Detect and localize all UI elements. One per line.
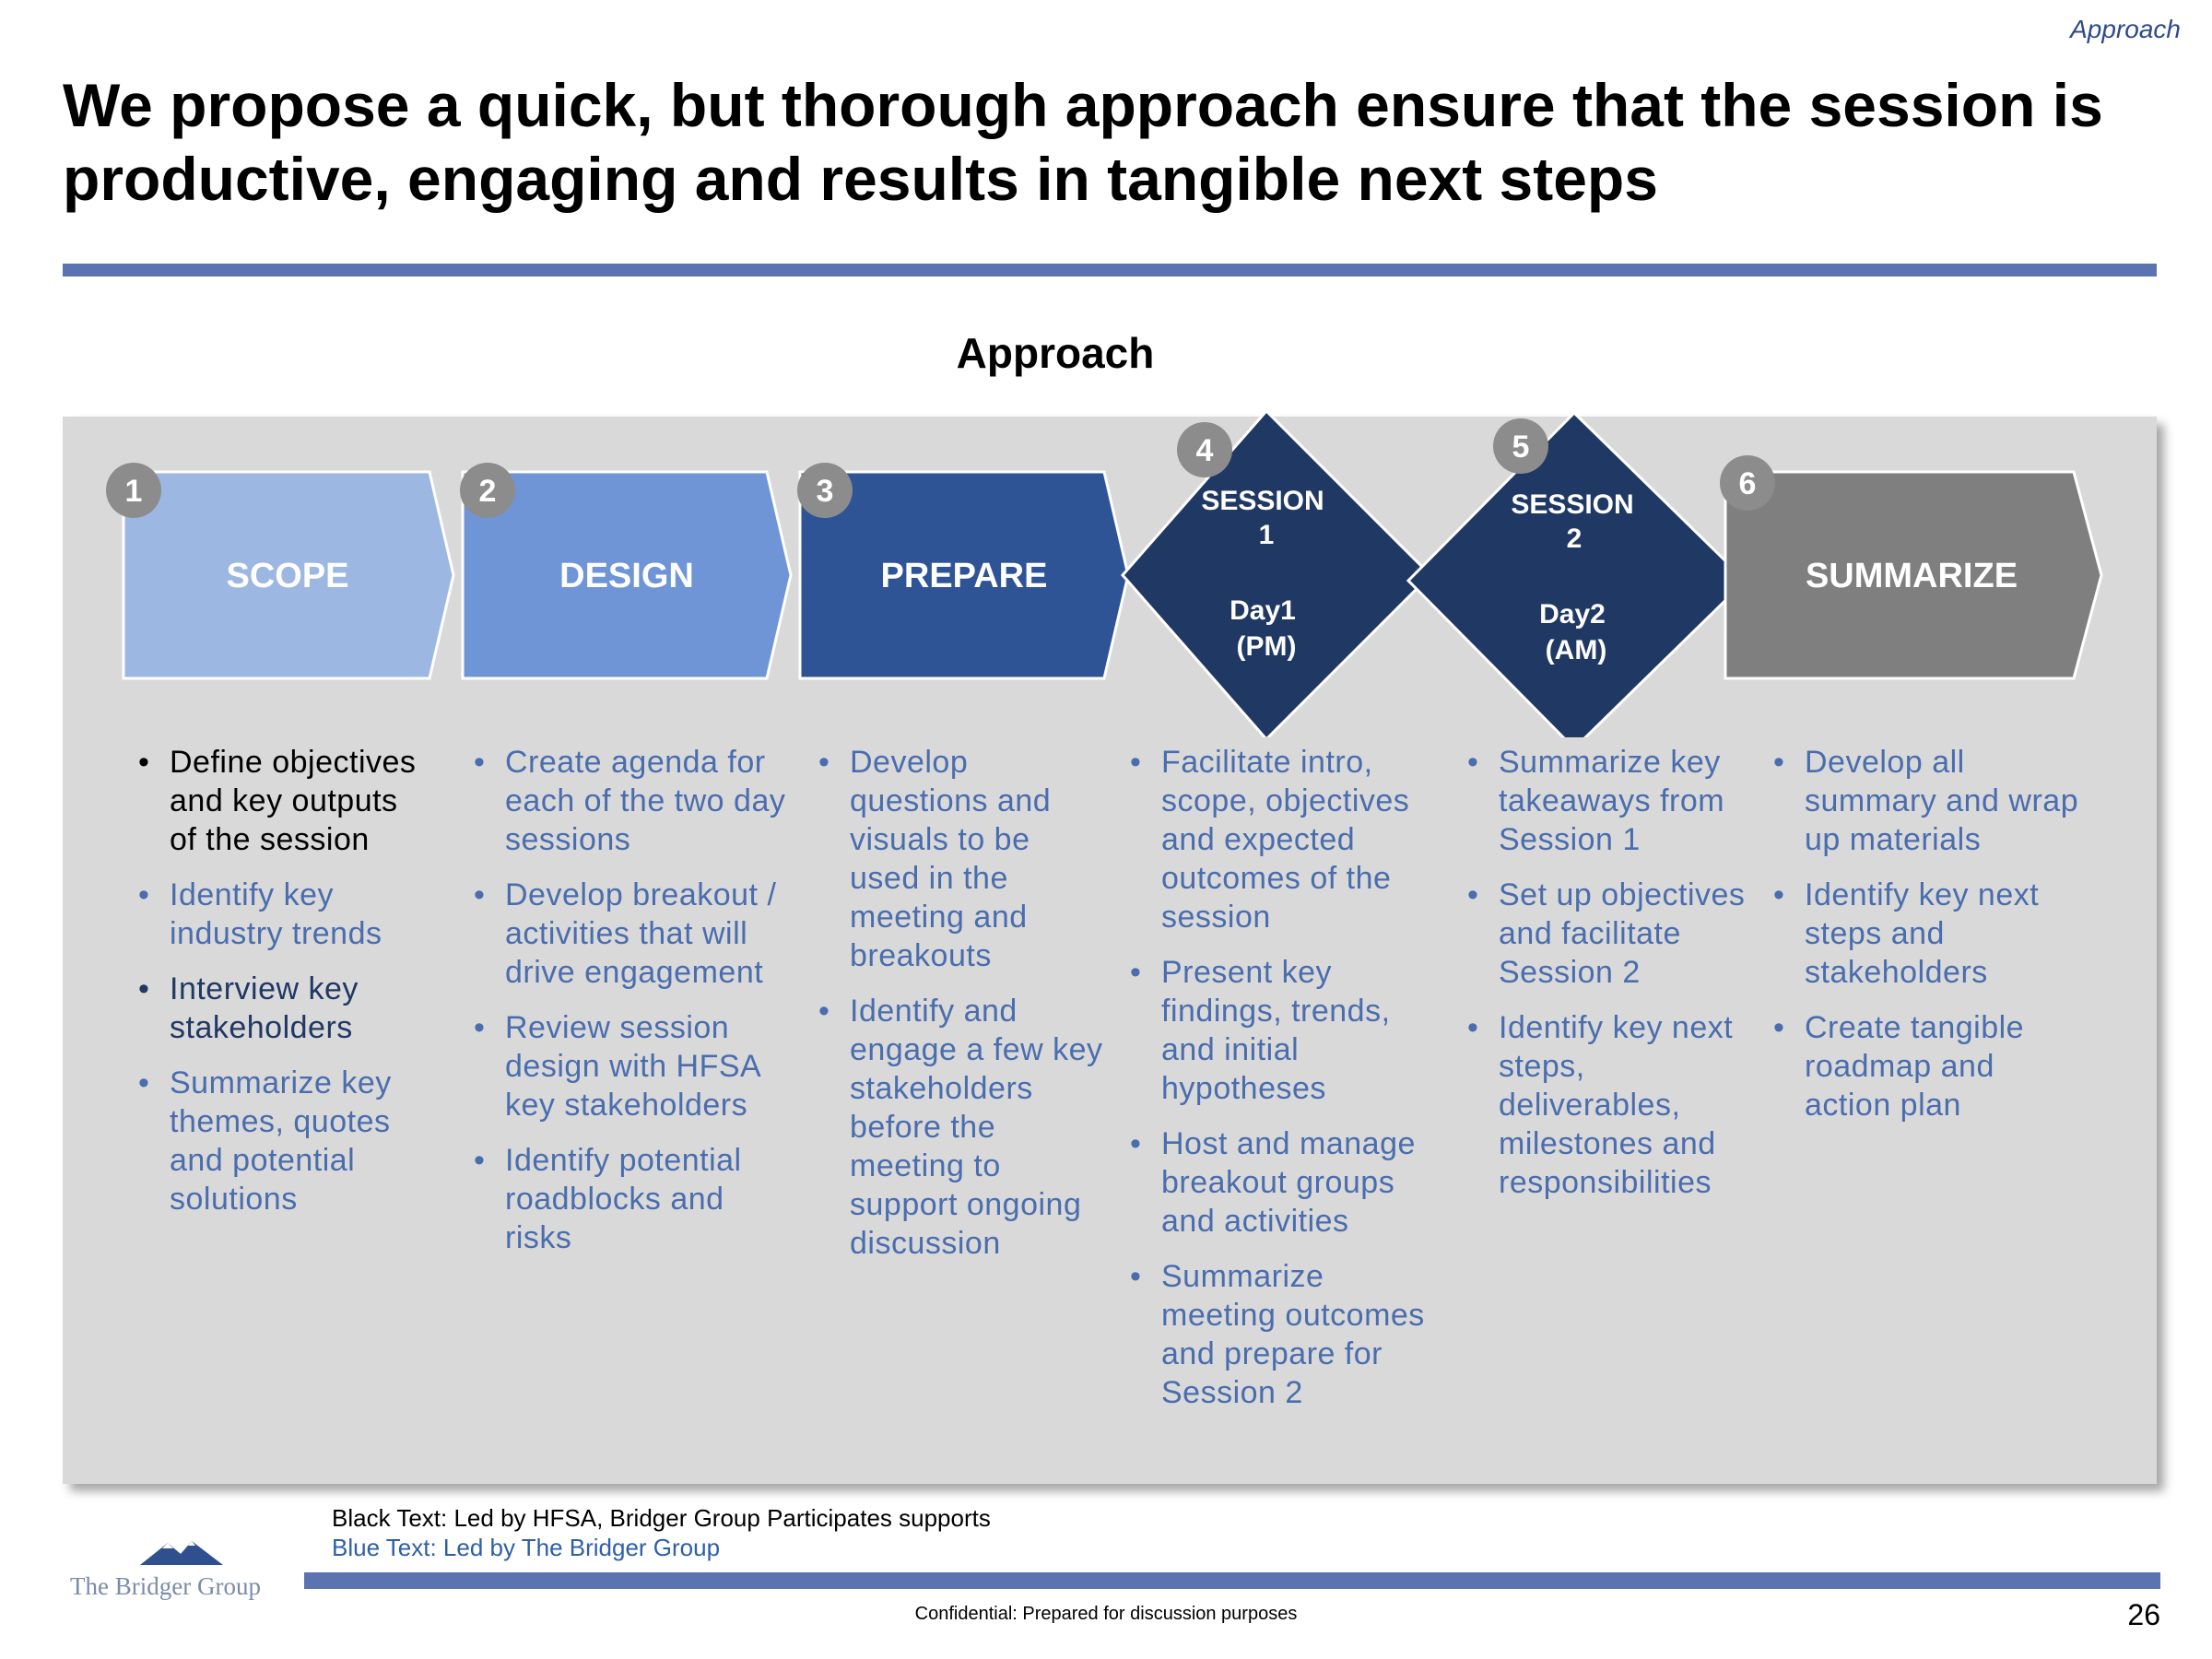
- legend-black-text: Black Text: Led by HFSA, Bridger Group P…: [332, 1504, 991, 1532]
- session-2-diamond: [1406, 410, 1748, 737]
- design-chevron: [461, 470, 793, 680]
- list-item: Interview key stakeholders: [138, 970, 424, 1047]
- session-1-column: Facilitate intro, scope, objectives and …: [1130, 743, 1443, 1429]
- process-graphic: SCOPE DESIGN PREPARE SESSION 1 Day1 (PM)…: [106, 408, 2103, 737]
- badge-5: 5: [1493, 418, 1548, 474]
- session-1-label-line1: SESSION: [1201, 486, 1324, 516]
- list-item: Develop breakout / activities that will …: [474, 876, 787, 992]
- list-item: Identify key industry trends: [138, 876, 424, 953]
- badge-3: 3: [797, 463, 853, 518]
- approach-heading: Approach: [956, 329, 1155, 377]
- badge-3-number: 3: [817, 474, 834, 509]
- list-item: Set up objectives and facilitate Session…: [1467, 876, 1753, 992]
- list-item: Summarize meeting outcomes and prepare f…: [1130, 1257, 1443, 1412]
- session-1-time: (PM): [1237, 631, 1297, 662]
- list-item: Identify and engage a few key stakeholde…: [818, 992, 1104, 1263]
- session-2-label-line1: SESSION: [1511, 489, 1633, 520]
- badge-6-number: 6: [1739, 466, 1757, 501]
- bridger-group-logo: The Bridger Group: [70, 1541, 261, 1600]
- prepare-column: Develop questions and visuals to be used…: [818, 743, 1104, 1279]
- list-item: Summarize key themes, quotes and potenti…: [138, 1064, 424, 1218]
- list-item: Facilitate intro, scope, objectives and …: [1130, 743, 1443, 936]
- list-item: Summarize key takeaways from Session 1: [1467, 743, 1753, 859]
- legend-blue-text: Blue Text: Led by The Bridger Group: [332, 1534, 721, 1561]
- list-item: Create agenda for each of the two day se…: [474, 743, 787, 859]
- page-title: We propose a quick, but thorough approac…: [63, 71, 2103, 213]
- list-item: Identify key next steps and stakeholders: [1773, 876, 2087, 992]
- title-divider: [63, 264, 2157, 276]
- page-number: 26: [2127, 1598, 2160, 1631]
- section-tag: Approach: [2070, 15, 2181, 43]
- list-item: Identify potential roadblocks and risks: [474, 1141, 787, 1257]
- list-item: Review session design with HFSA key stak…: [474, 1008, 787, 1124]
- step-scope: SCOPE: [122, 470, 455, 680]
- session-2-label-line2: 2: [1567, 524, 1583, 554]
- summarize-label: SUMMARIZE: [1806, 557, 2018, 595]
- session-2-time: (AM): [1546, 635, 1607, 665]
- badge-6: 6: [1720, 455, 1775, 511]
- confidential-notice: Confidential: Prepared for discussion pu…: [914, 1604, 1298, 1624]
- prepare-chevron: [798, 470, 1130, 680]
- list-item: Present key findings, trends, and initia…: [1130, 953, 1443, 1108]
- step-session-1: SESSION 1 Day1 (PM): [1121, 408, 1433, 737]
- scope-label: SCOPE: [226, 557, 348, 595]
- summarize-column: Develop all summary and wrap up material…: [1773, 743, 2087, 1141]
- badge-1-number: 1: [125, 474, 143, 509]
- design-label: DESIGN: [559, 557, 694, 595]
- session-2-day: Day2: [1539, 599, 1606, 629]
- session-1-label-line2: 1: [1259, 520, 1275, 550]
- footer-divider: [304, 1572, 2160, 1589]
- badge-2-number: 2: [479, 474, 497, 509]
- step-summarize: SUMMARIZE: [1724, 470, 2103, 680]
- design-column: Create agenda for each of the two day se…: [474, 743, 787, 1274]
- list-item: Develop questions and visuals to be used…: [818, 743, 1104, 975]
- step-prepare: PREPARE: [798, 470, 1130, 680]
- list-item: Identify key next steps, deliverables, m…: [1467, 1008, 1753, 1202]
- step-design: DESIGN: [461, 470, 793, 680]
- logo-text: The Bridger Group: [70, 1572, 261, 1600]
- session-1-diamond: [1121, 408, 1433, 737]
- list-item: Create tangible roadmap and action plan: [1773, 1008, 2087, 1124]
- badge-4-number: 4: [1196, 433, 1214, 468]
- badge-5-number: 5: [1512, 429, 1530, 465]
- list-item: Host and manage breakout groups and acti…: [1130, 1124, 1443, 1241]
- badge-2: 2: [460, 463, 515, 518]
- prepare-label: PREPARE: [881, 557, 1048, 595]
- session-1-day: Day1: [1230, 595, 1296, 626]
- session-2-column: Summarize key takeaways from Session 1 S…: [1467, 743, 1753, 1218]
- summarize-chevron: [1724, 470, 2103, 680]
- list-item: Define objectives and key outputs of the…: [138, 743, 424, 859]
- badge-4: 4: [1177, 422, 1232, 477]
- mountain-icon: [140, 1541, 223, 1565]
- scope-chevron: [122, 470, 455, 680]
- step-session-2: SESSION 2 Day2 (AM): [1406, 410, 1748, 737]
- badge-1: 1: [106, 463, 161, 518]
- list-item: Develop all summary and wrap up material…: [1773, 743, 2087, 859]
- scope-column: Define objectives and key outputs of the…: [138, 743, 424, 1235]
